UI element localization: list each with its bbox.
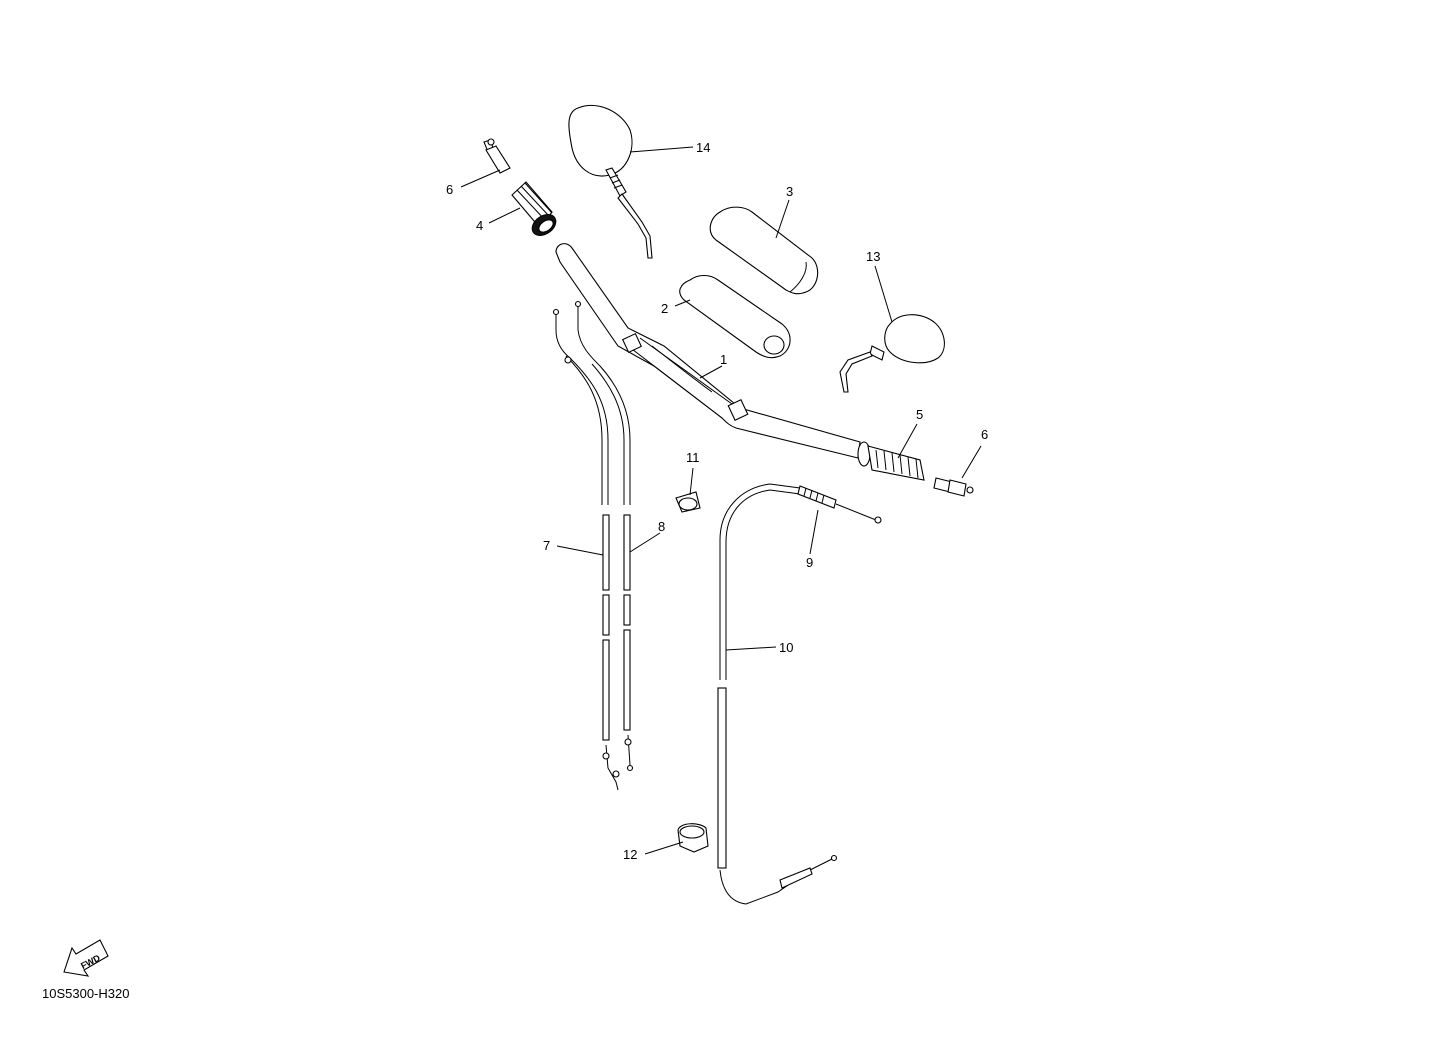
callout-8: 8 [658,519,665,534]
callout-7: 7 [543,538,550,553]
callout-9: 9 [806,555,813,570]
drawing-code: 10S5300-H320 [42,986,130,1001]
pad-cover-2 [679,274,791,359]
callout-10: 10 [779,640,793,655]
cable-10 [717,483,838,905]
callout-11: 11 [686,450,700,465]
cable-8 [574,300,634,772]
leader-lines [460,146,982,855]
clamp-11 [675,491,701,513]
mirror-left [568,104,653,259]
cable-9 [797,485,882,524]
fwd-arrow-icon: FWD [63,939,109,977]
grip-left [511,181,557,236]
callout-12: 12 [623,847,637,862]
clamp-12 [677,823,709,853]
grip-right [857,441,925,481]
cable-7 [552,308,620,791]
callout-2: 2 [661,301,668,316]
grip-end-left [483,138,511,174]
callout-5: 5 [916,407,923,422]
callout-3: 3 [786,184,793,199]
handlebar [555,243,861,459]
callout-labels: 14 6 4 3 13 2 1 5 6 11 8 7 9 10 12 [446,140,988,862]
pad-cover-3 [709,206,819,295]
callout-4: 4 [476,218,483,233]
callout-6-right: 6 [981,427,988,442]
callout-14: 14 [696,140,710,155]
callout-13: 13 [866,249,880,264]
mirror-right [839,314,945,393]
callout-1: 1 [720,352,727,367]
grip-end-right [933,477,974,497]
callout-6-left: 6 [446,182,453,197]
